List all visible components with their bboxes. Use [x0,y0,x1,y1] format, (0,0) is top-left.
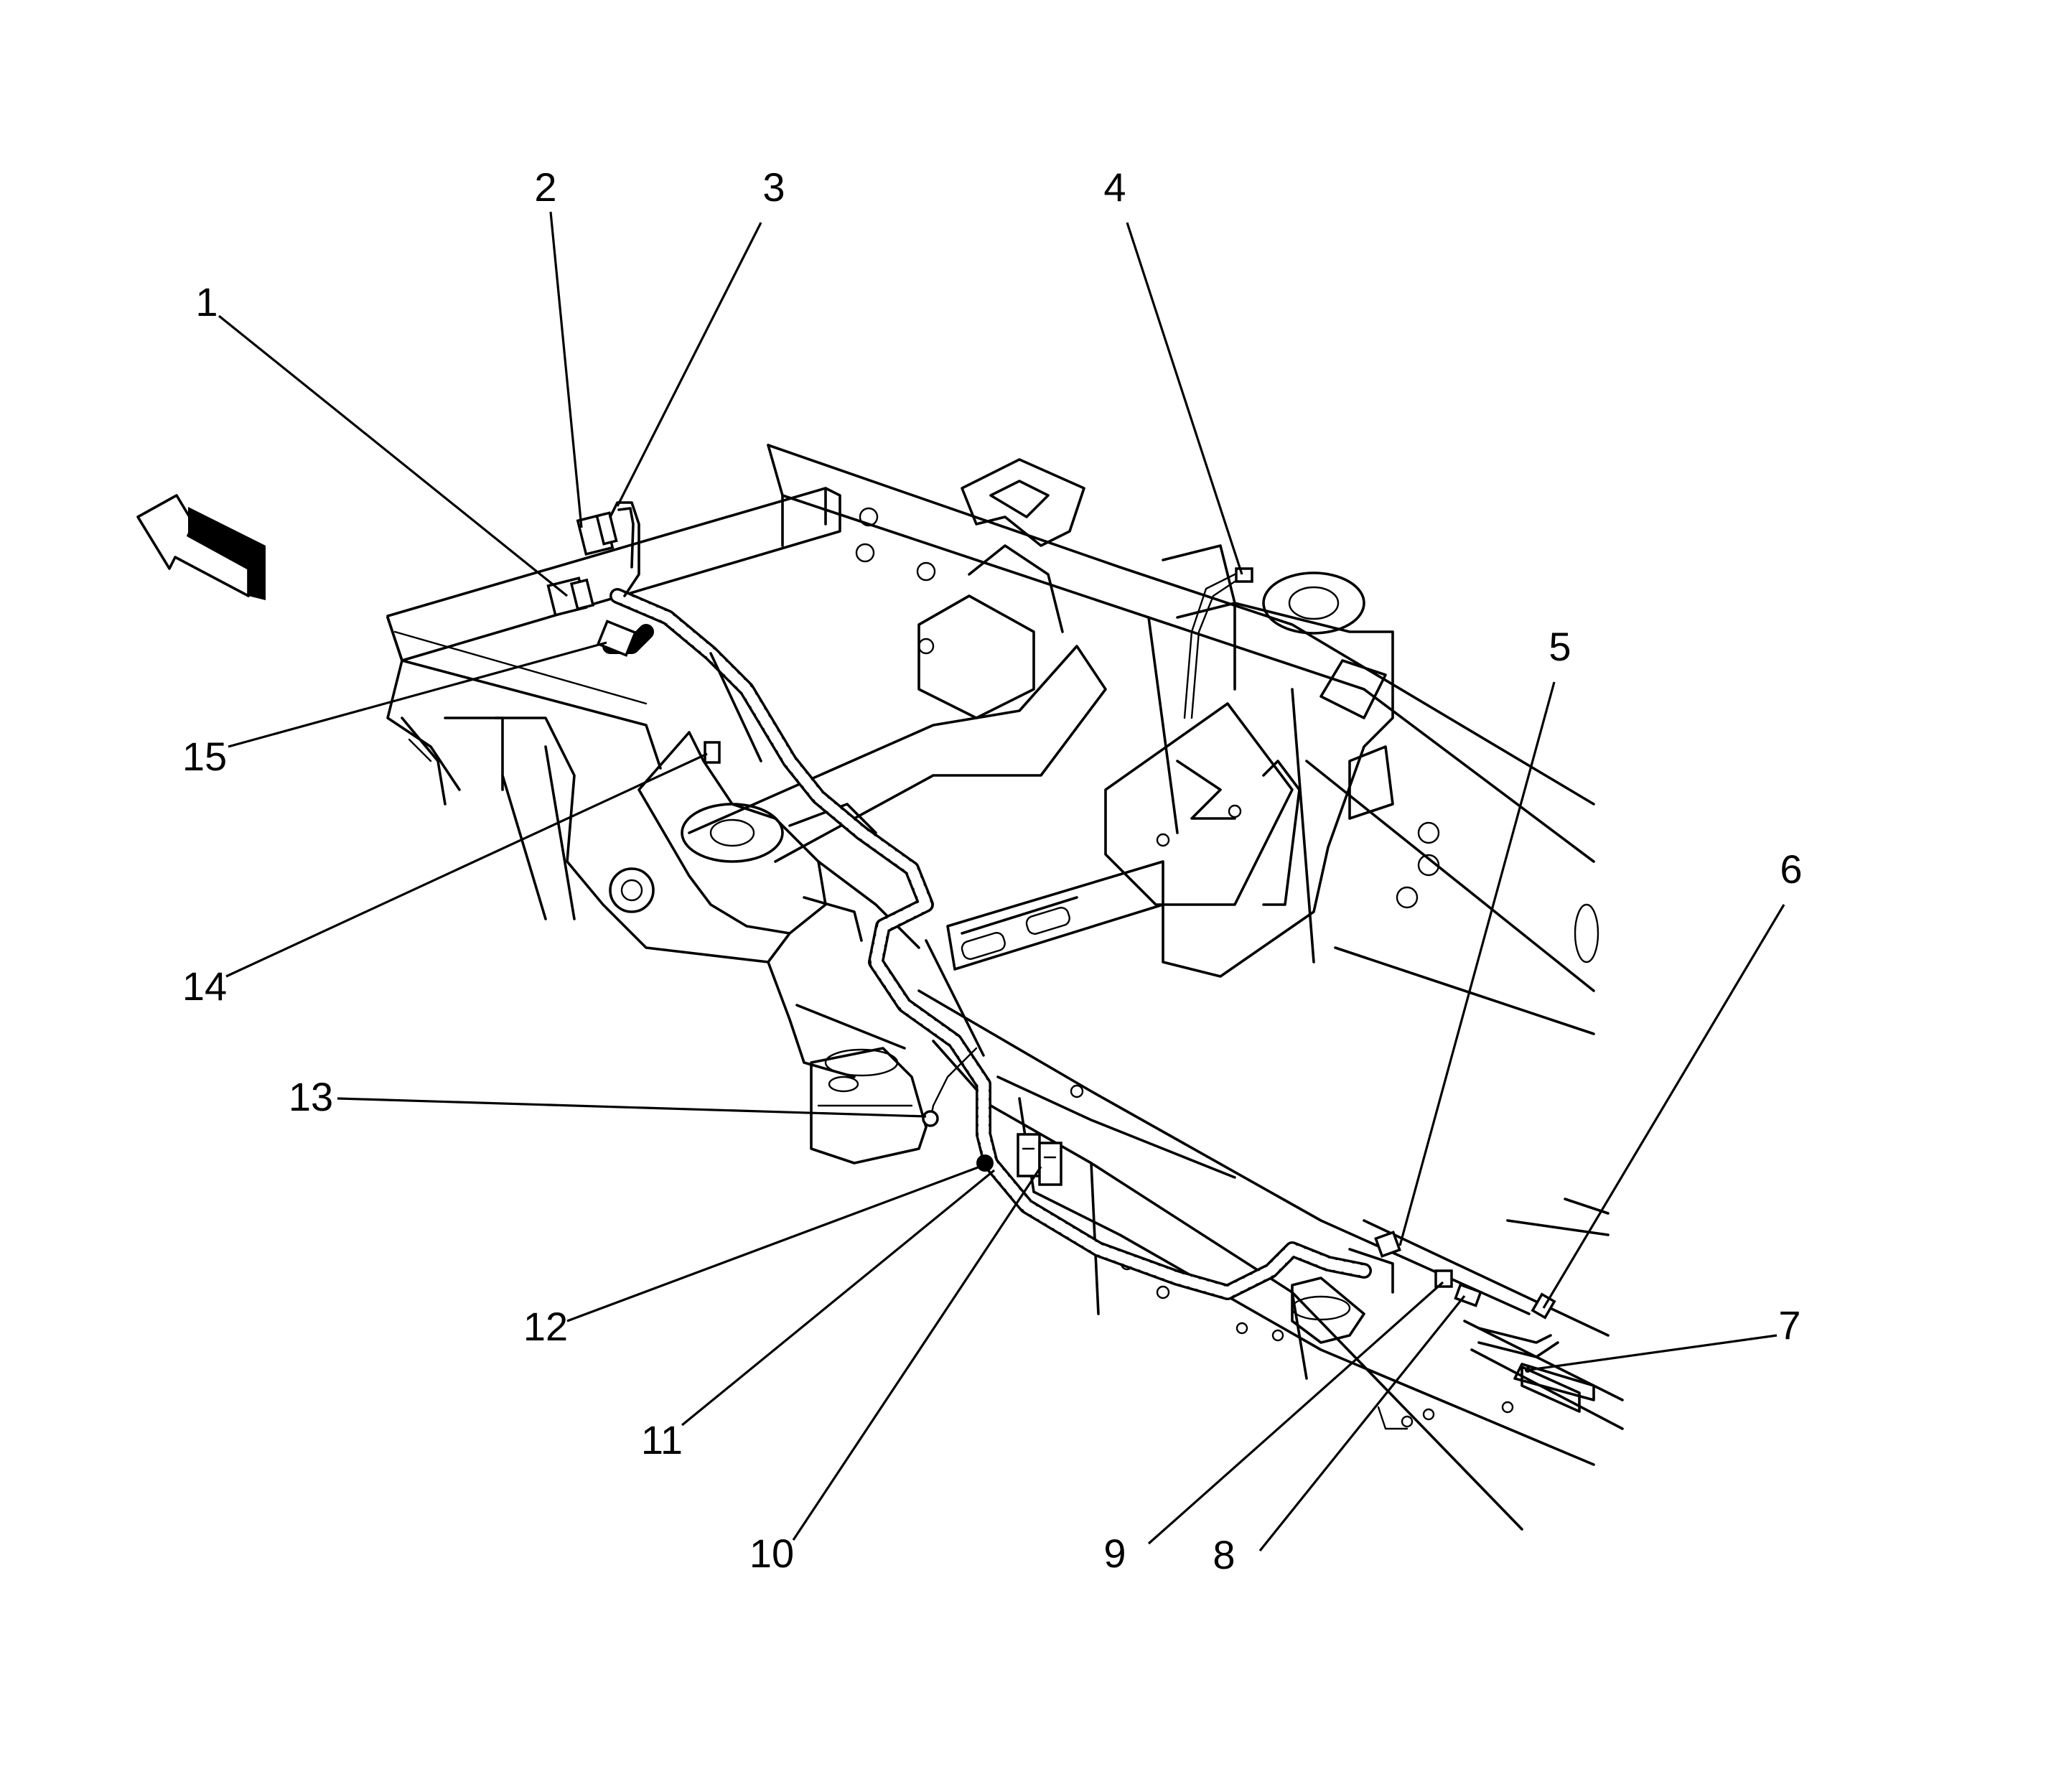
callout-15: 15 [182,734,227,779]
callout-8: 8 [1213,1532,1235,1577]
connector-3 [609,501,640,597]
connector-1 [546,577,595,617]
front-direction-arrow-icon [136,494,266,600]
leader-lines [218,211,1785,1552]
connector-9 [1434,1269,1453,1288]
callout-6: 6 [1780,846,1802,892]
callout-1: 1 [195,279,218,325]
callout-5: 5 [1548,624,1571,669]
callout-10: 10 [749,1531,794,1576]
connector-4 [1235,567,1253,583]
callout-7: 7 [1778,1302,1800,1348]
callout-12: 12 [523,1304,568,1349]
sensor-7 [1521,1366,1581,1413]
frame-drawing [386,444,1624,1531]
callout-2: 2 [534,164,556,210]
callout-14: 14 [182,963,227,1009]
connector-15 [596,620,637,657]
connector-5 [1374,1231,1401,1258]
connectors-10-11 [1017,1133,1062,1186]
callout-13: 13 [289,1074,333,1119]
fastener-13 [922,1110,939,1127]
callout-4: 4 [1103,164,1126,210]
connector-14 [704,741,721,764]
callout-11: 11 [641,1417,683,1462]
wiring-harness [602,573,1559,1358]
connector-2 [576,511,618,556]
callout-3: 3 [762,164,785,210]
callout-labels: 1 2 3 4 5 6 7 8 9 10 11 12 13 14 15 [182,164,1803,1577]
ground-12 [976,1154,994,1172]
callout-9: 9 [1103,1531,1126,1576]
